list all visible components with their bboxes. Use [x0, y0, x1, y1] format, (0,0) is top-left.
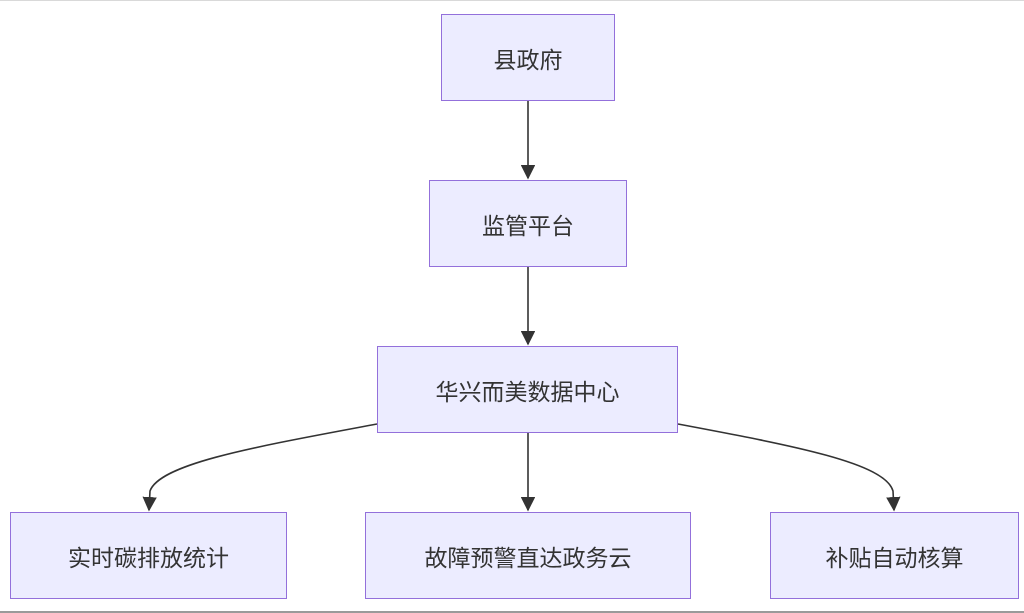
node-carbon-statistics-label: 实时碳排放统计	[68, 545, 229, 572]
node-subsidy-accounting: 补贴自动核算	[770, 512, 1019, 599]
node-county-government-label: 县政府	[493, 47, 563, 74]
node-data-center: 华兴而美数据中心	[377, 346, 678, 433]
node-carbon-statistics: 实时碳排放统计	[10, 512, 287, 599]
node-subsidy-accounting-label: 补贴自动核算	[825, 545, 964, 572]
edge-center-to-carbon	[142, 423, 378, 512]
node-monitoring-platform: 监管平台	[429, 180, 627, 267]
node-data-center-label: 华兴而美数据中心	[435, 379, 620, 406]
node-county-government: 县政府	[441, 14, 615, 101]
node-fault-alert-label: 故障预警直达政务云	[424, 545, 632, 572]
edge-center-to-subsidy	[677, 423, 901, 512]
node-monitoring-platform-label: 监管平台	[482, 213, 574, 240]
node-fault-alert: 故障预警直达政务云	[365, 512, 691, 599]
